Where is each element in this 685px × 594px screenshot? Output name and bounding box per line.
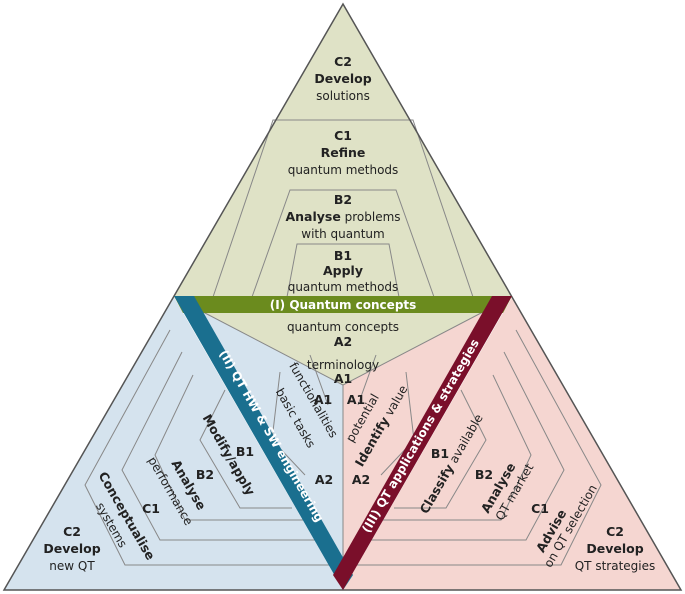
right-c2-desc: QT strategies — [575, 559, 656, 573]
left-c2-level: C2 — [63, 524, 81, 539]
left-sector — [4, 297, 343, 590]
top-c1-desc: quantum methods — [288, 163, 399, 177]
band-quantum-concepts — [174, 296, 512, 313]
right-c2-level: C2 — [606, 524, 624, 539]
center-top-level — [180, 300, 506, 385]
right-a2-level: A2 — [352, 472, 370, 487]
band-label-quantum-concepts: (I) Quantum concepts — [270, 298, 417, 312]
top-c1-level: C1 — [334, 128, 352, 143]
top-b2-desc1: problems — [345, 210, 401, 224]
right-c2-verb: Develop — [586, 541, 643, 556]
top-b1-level: B1 — [334, 248, 352, 263]
left-level-outlines — [84, 329, 333, 566]
left-c1-level: C1 — [142, 501, 160, 516]
center-a2-desc: quantum concepts — [287, 320, 399, 334]
top-c2-verb: Develop — [314, 71, 371, 86]
right-sector — [343, 297, 681, 590]
top-c1-verb: Refine — [321, 145, 366, 160]
left-c2-verb: Develop — [43, 541, 100, 556]
top-labels: C2 Develop solutions C1 Refine quantum m… — [285, 54, 400, 386]
left-c2-desc: new QT — [49, 559, 95, 573]
top-c2-desc: solutions — [316, 89, 370, 103]
top-b1-verb: Apply — [323, 263, 363, 278]
top-c2-level: C2 — [334, 54, 352, 69]
right-b1-level: B1 — [431, 446, 449, 461]
top-level-outlines — [212, 119, 474, 298]
top-b1-desc: quantum methods — [288, 280, 399, 294]
center-a1-level: A1 — [334, 371, 352, 386]
top-sector — [174, 4, 512, 297]
top-b2-line: Analyse problems — [285, 209, 400, 224]
left-b1-level: B1 — [236, 444, 254, 459]
left-a2-level: A2 — [315, 472, 333, 487]
center-a2-level: A2 — [334, 334, 352, 349]
top-b2-level: B2 — [334, 192, 352, 207]
right-c1-level: C1 — [531, 501, 549, 516]
right-b2-level: B2 — [475, 467, 493, 482]
center-a1-desc: terminology — [307, 358, 379, 372]
left-b2-level: B2 — [196, 467, 214, 482]
band-hw-sw-engineering — [174, 296, 353, 590]
center-outlines — [179, 299, 507, 590]
right-a1-level: A1 — [347, 392, 365, 407]
top-b2-verb: Analyse — [285, 209, 340, 224]
band-applications-strategies — [333, 296, 512, 590]
left-a1-level: A1 — [314, 392, 332, 407]
top-b2-desc2: with quantum — [301, 227, 384, 241]
